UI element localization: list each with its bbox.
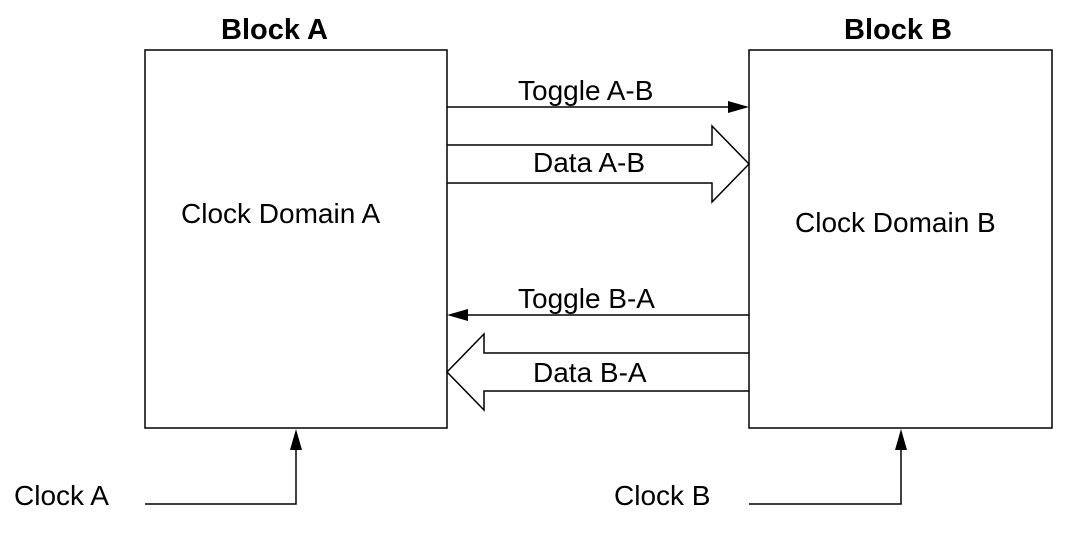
clock-b-arrowhead [895,429,907,450]
toggle-ab-arrowhead [728,101,749,113]
block-b-box [748,49,1053,429]
clock-b-label: Clock B [614,480,711,511]
data-ba-label: Data B-A [533,357,647,388]
block-a-title: Block A [221,14,328,46]
toggle-ba-label: Toggle B-A [518,283,655,314]
clock-b-connector [749,448,902,505]
clock-domain-b-label: Clock Domain B [795,207,996,238]
clock-domain-a-label: Clock Domain A [181,198,381,229]
block-a-box [144,49,448,429]
clock-a-label: Clock A [14,480,109,511]
block-b-title: Block B [844,14,952,46]
data-ba-bus-arrow [445,332,749,412]
data-ab-label: Data A-B [533,147,646,178]
clock-a-connector [145,448,297,505]
data-ab-bus-arrow [447,124,751,204]
clock-a-arrowhead [290,429,302,450]
toggle-ba-arrowhead [447,309,468,321]
toggle-ab-label: Toggle A-B [518,75,654,106]
